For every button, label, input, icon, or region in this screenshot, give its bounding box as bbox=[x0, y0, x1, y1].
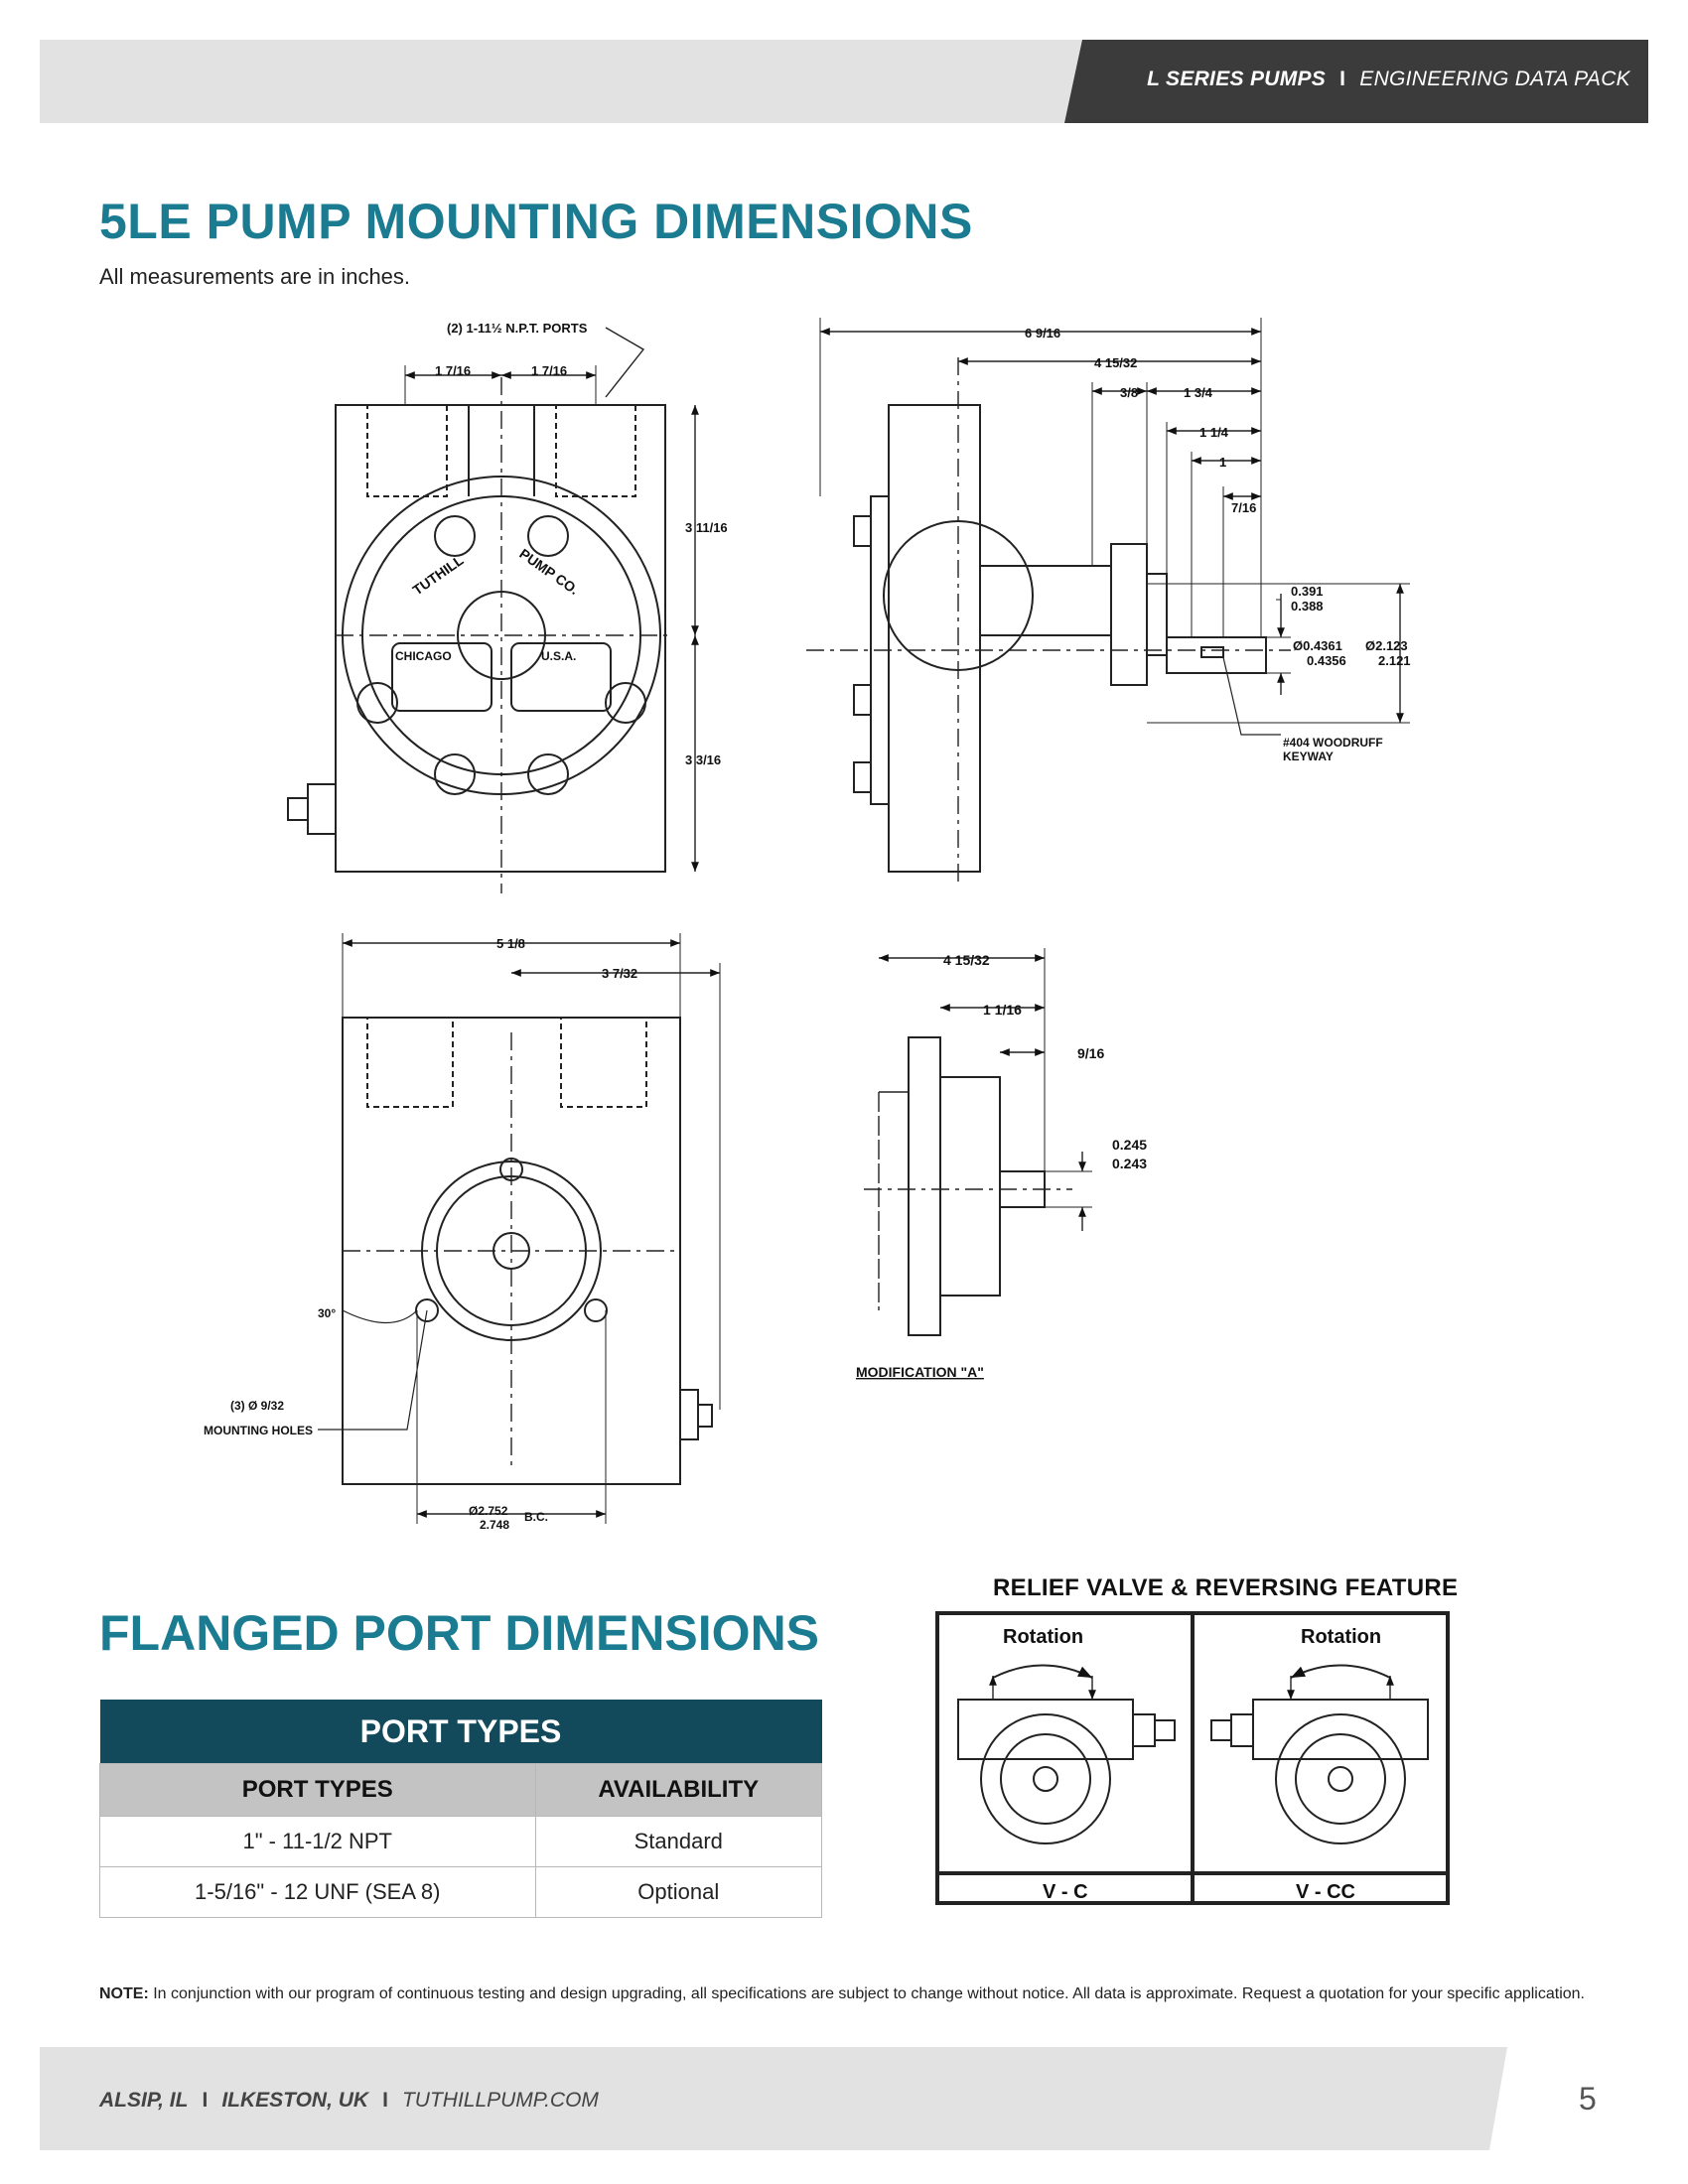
flanged-title: FLANGED PORT DIMENSIONS bbox=[99, 1605, 820, 1661]
front-cast-text-4: U.S.A. bbox=[541, 649, 576, 663]
note: NOTE: In conjunction with our program of… bbox=[99, 1985, 1585, 2003]
side-dim-1-3-4: 1 3/4 bbox=[1184, 385, 1213, 400]
relief-left-code: V - C bbox=[1043, 1881, 1088, 1903]
col-header-availability: AVAILABILITY bbox=[534, 1763, 823, 1817]
side-overall: 6 9/16 bbox=[1025, 326, 1060, 341]
footer-text: ALSIP, IL I ILKESTON, UK I TUTHILLPUMP.COM bbox=[99, 2089, 599, 2113]
page-number: 5 bbox=[1579, 2081, 1597, 2116]
moda-shaft-min: 0.243 bbox=[1112, 1156, 1147, 1171]
rear-bc-max: Ø2.752 bbox=[469, 1504, 508, 1518]
port-types-table: PORT TYPES PORT TYPES AVAILABILITY 1" - … bbox=[99, 1700, 823, 1918]
front-view-drawing bbox=[287, 327, 699, 893]
rear-holes-label-2: MOUNTING HOLES bbox=[204, 1424, 313, 1437]
rear-width: 5 1/8 bbox=[496, 936, 525, 951]
front-port-spacing-left: 1 7/16 bbox=[435, 363, 471, 378]
mounting-subtitle: All measurements are in inches. bbox=[99, 264, 411, 289]
side-keyway-w-min: 0.388 bbox=[1291, 599, 1324, 614]
table-cell: Optional bbox=[534, 1866, 823, 1918]
footer-band bbox=[40, 2047, 1507, 2150]
rear-bc-min: 2.748 bbox=[480, 1518, 509, 1532]
side-keyway-w-max: 0.391 bbox=[1291, 584, 1324, 599]
moda-shaft-max: 0.245 bbox=[1112, 1137, 1147, 1153]
footer-loc2: ILKESTON, UK bbox=[221, 2089, 369, 2112]
front-port-spacing-right: 1 7/16 bbox=[531, 363, 567, 378]
table-row: 1-5/16" - 12 UNF (SEA 8) Optional bbox=[99, 1866, 823, 1918]
side-view-drawing bbox=[806, 318, 1410, 884]
front-ports-label: (2) 1-11½ N.P.T. PORTS bbox=[447, 321, 588, 336]
footer-sep: I bbox=[382, 2089, 388, 2112]
relief-title: RELIEF VALVE & REVERSING FEATURE bbox=[993, 1574, 1459, 1601]
moda-dim-9-16: 9/16 bbox=[1077, 1045, 1104, 1061]
side-dim-1-1-4: 1 1/4 bbox=[1199, 425, 1229, 440]
relief-right-rotation: Rotation bbox=[1301, 1626, 1381, 1648]
front-cast-text-3: CHICAGO bbox=[395, 649, 452, 663]
header-dark-band bbox=[1064, 40, 1648, 123]
relief-valve-figures bbox=[935, 1611, 1450, 1905]
header-series: L SERIES PUMPS bbox=[1147, 68, 1327, 90]
col-header-port-types: PORT TYPES bbox=[99, 1763, 536, 1817]
header-title: L SERIES PUMPS I ENGINEERING DATA PACK bbox=[1147, 68, 1630, 91]
table-row: 1" - 11-1/2 NPT Standard bbox=[99, 1816, 823, 1867]
rear-half-width: 3 7/32 bbox=[602, 966, 637, 981]
header-doc: ENGINEERING DATA PACK bbox=[1359, 68, 1630, 90]
side-flange-thk: 3/8 bbox=[1120, 385, 1138, 400]
side-shaft-d-max: Ø0.4361 bbox=[1293, 638, 1342, 653]
front-height-lower: 3 3/16 bbox=[685, 752, 721, 767]
relief-left-rotation: Rotation bbox=[1003, 1626, 1083, 1648]
table-cell: 1-5/16" - 12 UNF (SEA 8) bbox=[99, 1866, 536, 1918]
front-cast-text-2: PUMP CO. bbox=[516, 545, 582, 598]
footer-sep: I bbox=[202, 2089, 209, 2112]
side-dim-7-16: 7/16 bbox=[1231, 500, 1256, 515]
note-label: NOTE: bbox=[99, 1985, 149, 2002]
relief-right-code: V - CC bbox=[1296, 1881, 1355, 1903]
footer-loc1: ALSIP, IL bbox=[99, 2089, 189, 2112]
side-dim-1: 1 bbox=[1219, 455, 1226, 470]
moda-label: MODIFICATION "A" bbox=[856, 1364, 984, 1380]
header-separator: I bbox=[1339, 68, 1346, 90]
table-cell: 1" - 11-1/2 NPT bbox=[99, 1816, 536, 1867]
side-shaft-d-min: 0.4356 bbox=[1307, 653, 1346, 668]
side-pilot-d-max: Ø2.123 bbox=[1365, 638, 1408, 653]
rear-angle: 30° bbox=[318, 1306, 336, 1320]
side-keyway-label-2: KEYWAY bbox=[1283, 750, 1334, 763]
rear-view-drawing bbox=[318, 933, 721, 1524]
modification-a-drawing bbox=[864, 948, 1092, 1336]
side-to-flange: 4 15/32 bbox=[1094, 355, 1137, 370]
note-text: In conjunction with our program of conti… bbox=[153, 1985, 1585, 2002]
mounting-title: 5LE PUMP MOUNTING DIMENSIONS bbox=[99, 194, 973, 249]
front-cast-text-1: TUTHILL bbox=[410, 552, 467, 599]
front-height-upper: 3 11/16 bbox=[685, 520, 728, 535]
rear-holes-label-1: (3) Ø 9/32 bbox=[230, 1399, 284, 1413]
table-caption: PORT TYPES bbox=[99, 1700, 822, 1764]
moda-dim-1-1-16: 1 1/16 bbox=[983, 1002, 1022, 1018]
rear-bc-suffix: B.C. bbox=[524, 1510, 548, 1524]
moda-dim-4-15-32: 4 15/32 bbox=[943, 952, 990, 968]
side-pilot-d-min: 2.121 bbox=[1378, 653, 1411, 668]
footer-web-link[interactable]: TUTHILLPUMP.COM bbox=[401, 2089, 599, 2112]
table-cell: Standard bbox=[534, 1816, 823, 1867]
side-keyway-label-1: #404 WOODRUFF bbox=[1283, 736, 1383, 750]
